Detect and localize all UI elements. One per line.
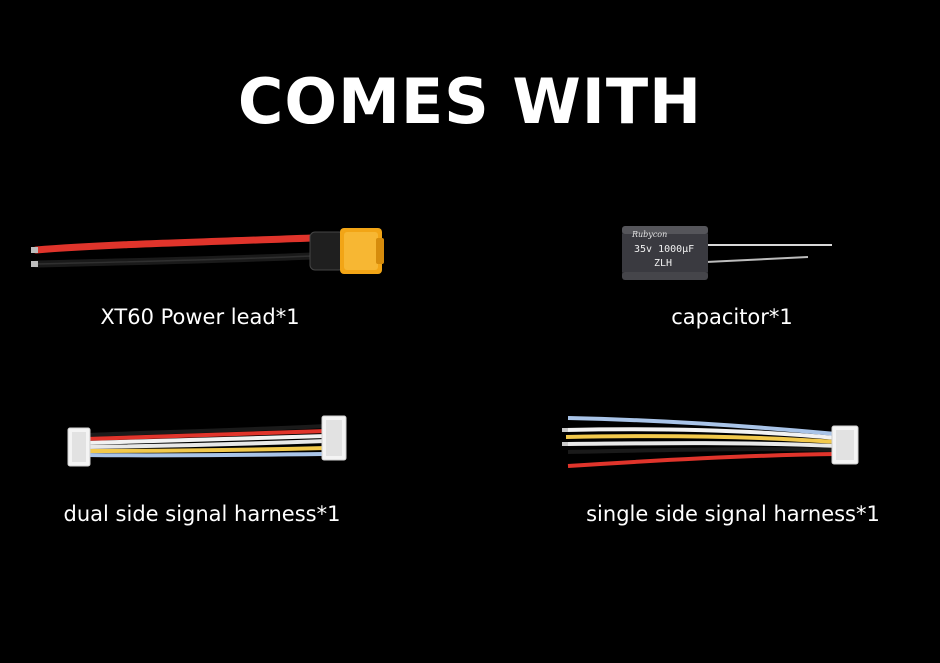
single-side-harness-image xyxy=(562,416,859,468)
capacitor-series-marking: ZLH xyxy=(654,258,672,269)
capacitor-image: Rubycon 35v 1000µF ZLH xyxy=(622,226,832,280)
xt60-power-lead-label: XT60 Power lead*1 xyxy=(100,305,300,329)
xt60-power-lead-image xyxy=(31,228,384,274)
capacitor-label: capacitor*1 xyxy=(671,305,793,329)
dual-side-harness-image xyxy=(67,415,347,467)
single-side-harness-label: single side signal harness*1 xyxy=(586,502,880,526)
capacitor-rating-marking: 35v 1000µF xyxy=(634,244,694,255)
capacitor-brand-marking: Rubycon xyxy=(631,230,667,239)
dual-side-harness-label: dual side signal harness*1 xyxy=(63,502,341,526)
page-title: COMES WITH xyxy=(237,65,703,138)
